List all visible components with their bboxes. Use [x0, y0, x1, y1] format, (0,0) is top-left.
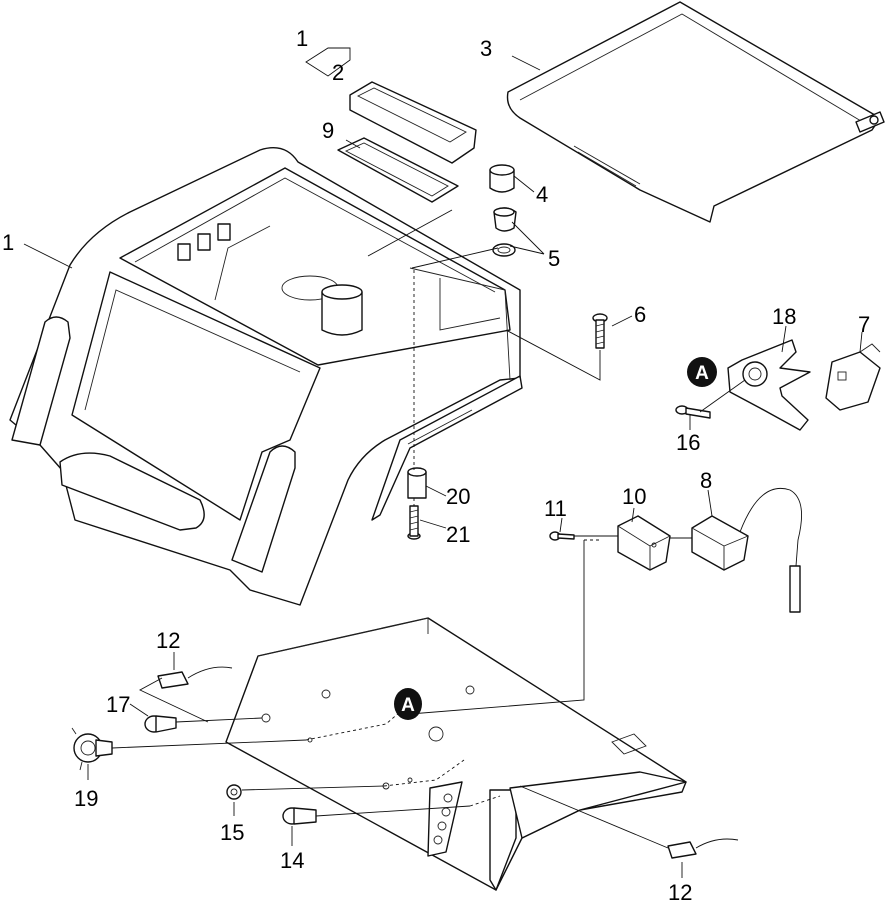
label-18: 18 [772, 304, 796, 329]
part-14-plug [282, 807, 317, 825]
svg-text:A: A [401, 695, 415, 716]
label-11: 11 [544, 496, 567, 521]
part-9-gasket [337, 137, 459, 203]
part-1-housing [9, 147, 523, 606]
label-12-right: 12 [668, 880, 692, 905]
svg-text:A: A [695, 363, 709, 384]
label-16: 16 [676, 430, 700, 455]
label-3: 3 [480, 36, 492, 61]
part-21-screw [407, 505, 421, 540]
part-7-switch [825, 343, 881, 411]
part-12-probe-left [157, 666, 233, 689]
part-18-bracket [727, 339, 811, 431]
label-20: 20 [446, 484, 470, 509]
part-4-knob [489, 164, 515, 193]
part-15-nut [226, 784, 242, 800]
label-9: 9 [322, 118, 334, 143]
callout-a-upper: A [687, 357, 717, 387]
label-2: 2 [332, 60, 344, 85]
label-5: 5 [548, 246, 560, 271]
leader-lines [23, 47, 863, 878]
label-6: 6 [634, 302, 646, 327]
part-number-labels: 1 2 3 9 1 4 5 6 18 7 16 20 21 11 10 8 12… [2, 26, 870, 905]
label-4: 4 [536, 182, 548, 207]
part-16-screw [675, 405, 711, 419]
label-1-left: 1 [2, 230, 14, 255]
label-8: 8 [700, 468, 712, 493]
label-1-top: 1 [296, 26, 308, 51]
label-17: 17 [106, 692, 130, 717]
label-14: 14 [280, 848, 304, 873]
part-3-top-panel [506, 1, 885, 223]
label-7: 7 [858, 312, 870, 337]
part-6-screw [592, 313, 608, 349]
part-11-screw [549, 531, 575, 541]
label-19: 19 [74, 786, 98, 811]
part-10-block [617, 515, 671, 571]
part-2-cap [349, 81, 477, 164]
label-10: 10 [622, 484, 646, 509]
part-17-plug [144, 715, 177, 733]
base-plate [225, 617, 687, 891]
part-5-valve [492, 207, 517, 257]
part-20-spacer [407, 467, 427, 499]
label-12-left: 12 [156, 628, 180, 653]
part-19-knob [71, 727, 113, 771]
label-15: 15 [220, 820, 244, 845]
part-8-sensor [691, 488, 803, 613]
callout-a-lower: A [394, 688, 422, 720]
label-21: 21 [446, 522, 470, 547]
part-12-probe-right [667, 838, 739, 859]
